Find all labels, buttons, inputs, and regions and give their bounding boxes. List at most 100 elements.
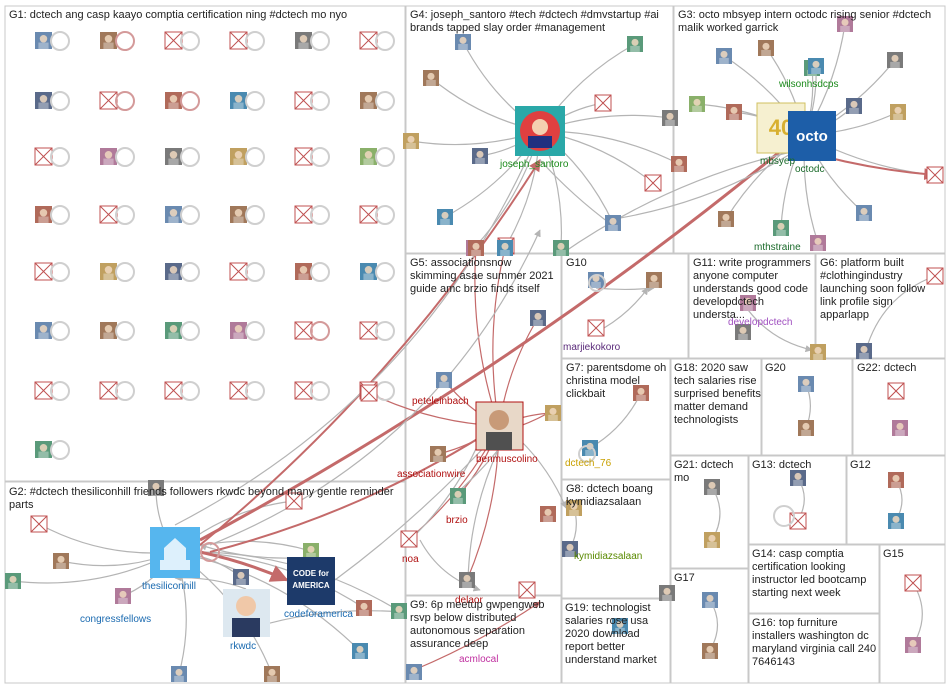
graph-node[interactable] [436, 372, 452, 388]
graph-node[interactable] [798, 420, 814, 436]
graph-node[interactable] [888, 472, 904, 488]
graph-node[interactable] [646, 272, 662, 288]
graph-node[interactable] [689, 96, 705, 112]
graph-node[interactable] [423, 70, 439, 86]
graph-node[interactable] [100, 148, 117, 165]
graph-node[interactable] [798, 376, 814, 392]
graph-node[interactable] [905, 637, 921, 653]
graph-node[interactable] [566, 500, 582, 516]
graph-node[interactable] [5, 573, 21, 589]
graph-node[interactable] [35, 441, 52, 458]
graph-node[interactable] [295, 32, 312, 49]
graph-node[interactable] [165, 92, 182, 109]
graph-node[interactable] [34, 381, 53, 400]
graph-node[interactable] [229, 31, 248, 50]
joseph-santoro-avatar[interactable] [515, 106, 565, 156]
graph-node[interactable] [295, 263, 312, 280]
graph-node[interactable] [587, 319, 605, 337]
graph-node[interactable] [359, 31, 378, 50]
graph-node[interactable] [233, 569, 249, 585]
graph-node[interactable] [264, 666, 280, 682]
graph-node[interactable] [540, 506, 556, 522]
graph-node[interactable] [229, 262, 248, 281]
graph-node[interactable] [808, 58, 824, 74]
graph-node[interactable] [704, 479, 720, 495]
graph-node[interactable] [810, 235, 826, 251]
graph-node[interactable] [294, 91, 313, 110]
graph-node[interactable] [704, 532, 720, 548]
graph-node[interactable] [359, 321, 378, 340]
graph-node[interactable] [35, 92, 52, 109]
benmuscolino-avatar[interactable] [475, 401, 524, 451]
graph-node[interactable] [459, 572, 475, 588]
rkwdc-avatar[interactable] [223, 589, 270, 637]
graph-node[interactable] [702, 643, 718, 659]
graph-node[interactable] [887, 52, 903, 68]
graph-node[interactable] [605, 215, 621, 231]
graph-node[interactable] [659, 585, 675, 601]
graph-node[interactable] [450, 488, 466, 504]
graph-node[interactable] [100, 263, 117, 280]
graph-node[interactable] [391, 603, 407, 619]
graph-node[interactable] [406, 664, 422, 680]
graph-node[interactable] [35, 32, 52, 49]
graph-node[interactable] [545, 405, 561, 421]
graph-node[interactable] [360, 92, 377, 109]
graph-node[interactable] [99, 381, 118, 400]
graph-node[interactable] [230, 92, 247, 109]
graph-node[interactable] [115, 588, 131, 604]
graph-node[interactable] [230, 322, 247, 339]
graph-node[interactable] [285, 492, 303, 510]
graph-node[interactable] [294, 147, 313, 166]
graph-node[interactable] [35, 322, 52, 339]
graph-node[interactable] [164, 31, 183, 50]
graph-node[interactable] [773, 220, 789, 236]
graph-node[interactable] [455, 34, 471, 50]
graph-node[interactable] [926, 267, 944, 285]
graph-node[interactable] [100, 322, 117, 339]
octodc-avatar[interactable]: octo [788, 111, 836, 161]
graph-node[interactable] [360, 263, 377, 280]
graph-node[interactable] [171, 666, 187, 682]
graph-node[interactable] [644, 174, 662, 192]
graph-node[interactable] [356, 600, 372, 616]
graph-node[interactable] [497, 240, 513, 256]
graph-node[interactable] [99, 205, 118, 224]
graph-node[interactable] [740, 295, 756, 311]
graph-node[interactable] [165, 148, 182, 165]
graph-node[interactable] [856, 205, 872, 221]
graph-node[interactable] [430, 446, 446, 462]
graph-node[interactable] [164, 381, 183, 400]
graph-node[interactable] [892, 420, 908, 436]
graph-node[interactable] [887, 382, 905, 400]
graph-node[interactable] [518, 581, 536, 599]
graph-node[interactable] [530, 310, 546, 326]
graph-node[interactable] [810, 344, 826, 360]
graph-node[interactable] [718, 211, 734, 227]
graph-node[interactable] [35, 206, 52, 223]
graph-node[interactable] [837, 16, 853, 32]
graph-node[interactable] [468, 240, 484, 256]
graph-node[interactable] [359, 205, 378, 224]
graph-node[interactable] [888, 513, 904, 529]
graph-node[interactable] [53, 553, 69, 569]
graph-node[interactable] [612, 618, 628, 634]
graph-node[interactable] [472, 148, 488, 164]
graph-node[interactable] [633, 385, 649, 401]
graph-node[interactable] [303, 543, 319, 559]
graph-node[interactable] [702, 592, 718, 608]
graph-node[interactable] [437, 209, 453, 225]
graph-node[interactable] [99, 91, 118, 110]
graph-node[interactable] [890, 104, 906, 120]
graph-node[interactable] [360, 148, 377, 165]
graph-node[interactable] [352, 643, 368, 659]
codeforamerica-avatar[interactable]: CODE for AMERICA [287, 557, 335, 605]
graph-node[interactable] [716, 48, 732, 64]
graph-node[interactable] [165, 263, 182, 280]
graph-node[interactable] [790, 470, 806, 486]
graph-node[interactable] [229, 381, 248, 400]
graph-node[interactable] [360, 384, 378, 402]
graph-node[interactable] [34, 262, 53, 281]
graph-node[interactable] [856, 343, 872, 359]
graph-node[interactable] [34, 147, 53, 166]
